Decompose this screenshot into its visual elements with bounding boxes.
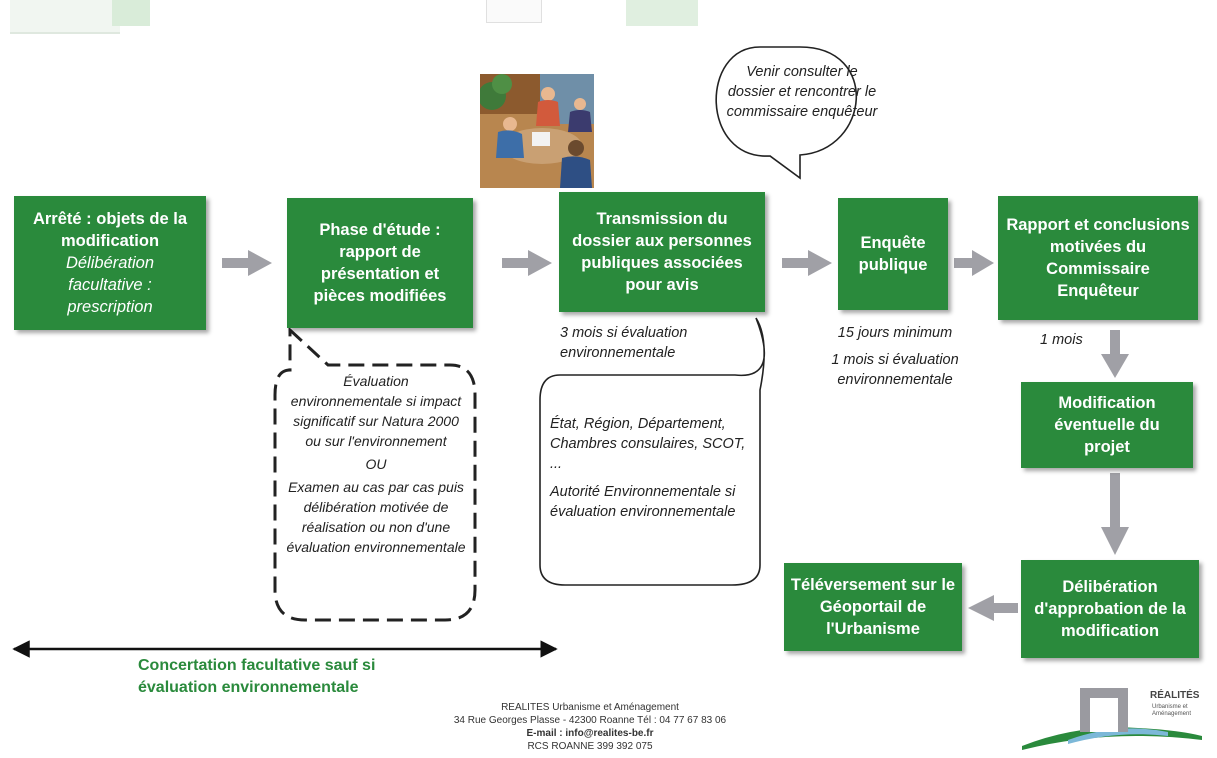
logo-sub2: Aménagement [1152,711,1192,717]
footer-address: 34 Rue Georges Plasse - 42300 Roanne Tél… [453,715,727,726]
footer: REALITES Urbanisme et Aménagement 34 Rue… [380,701,800,753]
bubble-evaluation-shape [273,326,477,622]
bubble-evaluation-ou: OU [365,456,387,472]
realites-logo-graphic [1022,688,1202,750]
box-transmission-label: Transmission du dossier aux personnes pu… [572,210,752,294]
arrow-phase-to-transmission [502,250,552,276]
box-rapport: Rapport et conclusions motivées du Commi… [998,196,1198,320]
box-phase-etude-label: Phase d'étude : rapport de présentation … [313,221,447,305]
bubble-consulter-text: Venir consulter le dossier et rencontrer… [726,64,878,120]
box-deliberation: Délibération d'approbation de la modific… [1021,560,1199,658]
bubble-evaluation-p1: Évaluation environnementale si impact si… [290,373,462,449]
note-trois-mois: 3 mois si évaluation environnementale [560,325,688,361]
bubble-ppa-p2: Autorité Environnementale si évaluation … [550,484,736,520]
box-phase-etude: Phase d'étude : rapport de présentation … [287,198,473,328]
arrow-enquete-to-rapport [954,250,994,276]
box-enquete: Enquête publique [838,198,948,310]
box-rapport-label: Rapport et conclusions motivées du Commi… [1006,216,1190,300]
bubble-evaluation-p2: Examen au cas par cas puis délibération … [286,479,466,555]
meeting-illustration [480,74,594,188]
top-decoration-mid [486,0,542,23]
arrow-arrete-to-phase [222,250,272,276]
top-decoration-left [10,0,120,34]
box-arrete: Arrêté : objets de la modification Délib… [14,196,206,330]
logo-name: RÉALITÉS [1150,690,1200,701]
box-transmission: Transmission du dossier aux personnes pu… [559,192,765,312]
box-arrete-title: Arrêté : objets de la modification [32,210,188,250]
box-deliberation-label: Délibération d'approbation de la modific… [1034,578,1186,640]
footer-rcs: RCS ROANNE 399 392 075 [527,741,653,752]
box-enquete-label: Enquête publique [858,234,928,274]
footer-company: REALITES Urbanisme et Aménagement [501,702,679,713]
bubble-ppa-text: État, Région, Département, Chambres cons… [550,414,756,522]
arrow-modification-to-deliberation [1101,473,1129,555]
box-televersement: Téléversement sur le Géoportail de l'Urb… [784,563,962,651]
top-decoration-mid-green [626,0,698,26]
bubble-ppa-shape [539,317,765,586]
logo-sub1: Urbanisme et [1152,704,1188,710]
box-modification-label: Modification éventuelle du projet [1054,394,1160,456]
box-televersement-label: Téléversement sur le Géoportail de l'Urb… [790,576,956,638]
bubble-evaluation-text: Évaluation environnementale si impact si… [286,371,466,557]
box-modification: Modification éventuelle du projet [1021,382,1193,468]
note-un-mois: 1 mois [1040,332,1083,348]
bubble-ppa-p1: État, Région, Département, Chambres cons… [550,416,746,472]
bubble-consulter-shape [715,46,858,180]
note-quinze-jours: 15 jours minimum [837,325,953,341]
note-un-mois-eval: 1 mois si évaluation environnementale [831,352,959,388]
box-arrete-italic: Délibération facultative : prescription [65,254,155,316]
arrow-deliberation-to-televersement [968,595,1018,621]
arrow-transmission-to-enquete [782,250,832,276]
concertation-label: Concertation facultative sauf si évaluat… [138,657,376,696]
arrow-rapport-to-modification [1101,330,1129,378]
top-decoration-left-green [112,0,150,26]
footer-email: E-mail : info@realites-be.fr [526,728,654,739]
